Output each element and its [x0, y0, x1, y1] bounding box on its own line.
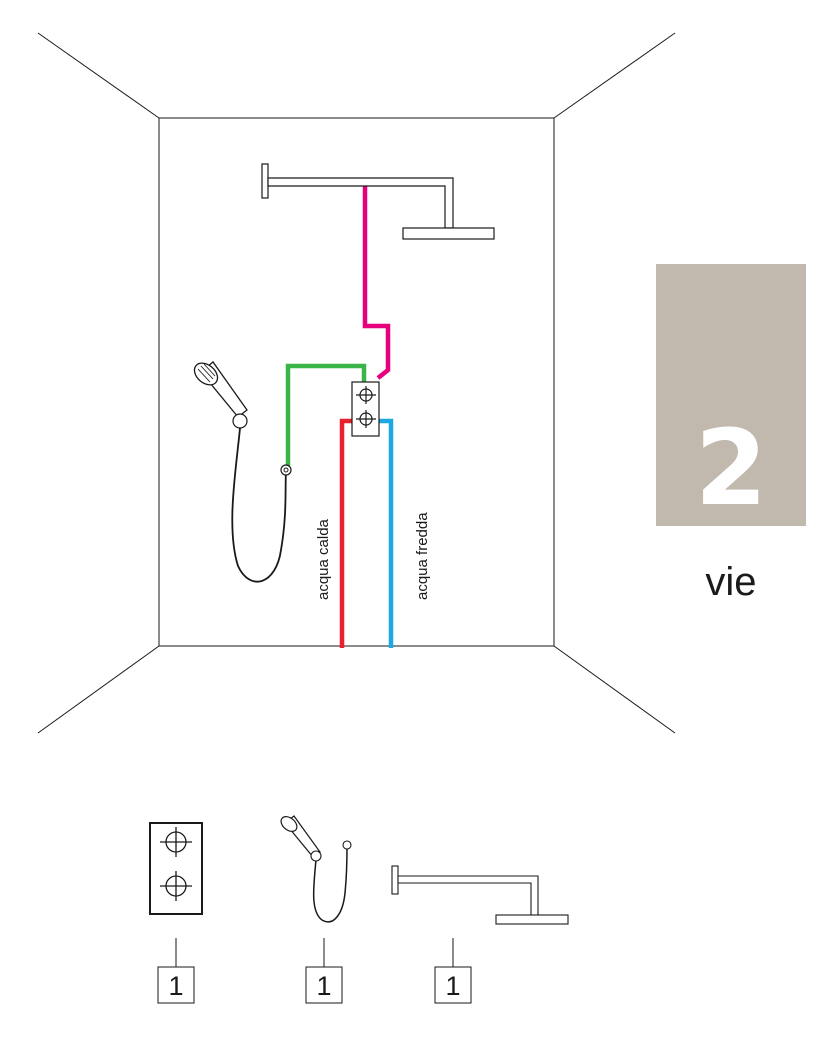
hot-water-pipe [339, 418, 366, 648]
floor-edge-right [553, 645, 676, 734]
upper-handle-icon [356, 386, 376, 404]
overhead-shower-feed-pipe [362, 186, 391, 380]
ways-number: 2 [694, 407, 768, 529]
ceiling-edge-right [553, 32, 676, 119]
hand-shower-head [280, 816, 298, 832]
lower-handle-icon [356, 410, 376, 428]
hot-water-label: acqua calda [315, 518, 332, 600]
cold-water-pipe [368, 418, 394, 648]
hose-outlet-inner [283, 467, 289, 473]
quantity-box [305, 966, 343, 1004]
cold-water-label: acqua fredda [414, 512, 431, 600]
wall-mixer-plate [351, 381, 380, 437]
component-mixer-plate: 1 [149, 822, 203, 1004]
lower-handle-icon [160, 871, 192, 901]
back-wall [158, 117, 555, 647]
shower-head [402, 227, 495, 240]
shower-holder [310, 850, 322, 862]
hose-outlet [342, 840, 352, 850]
quantity-box [434, 966, 472, 1004]
shower-arm [397, 875, 539, 916]
hand-shower-hose [312, 846, 348, 923]
shower-hose [231, 427, 287, 583]
component-overhead-shower-arm: 1 [391, 865, 569, 1004]
quantity-value: 1 [316, 971, 331, 1001]
floor-edge-left [37, 645, 160, 734]
component-hand-shower-set: 1 [280, 815, 352, 1004]
shower-arm [267, 177, 454, 229]
shower-head [495, 914, 569, 925]
wall-hand-shower [193, 361, 292, 583]
wall-flange [261, 163, 269, 199]
hand-shower-nozzles-icon [197, 363, 216, 383]
quantity-box [157, 966, 195, 1004]
handshower-feed-pipe [285, 363, 367, 466]
wall-flange [391, 865, 399, 895]
room-perspective [37, 32, 676, 734]
quantity-value: 1 [168, 971, 183, 1001]
ways-badge: 2 [656, 264, 806, 526]
shower-holder [232, 413, 248, 429]
overhead-shower-arm [261, 163, 495, 240]
upper-handle-icon [160, 827, 192, 857]
ways-label: vie [705, 560, 757, 604]
hand-shower-head [193, 362, 219, 386]
ceiling-edge-left [37, 32, 160, 119]
quantity-value: 1 [445, 971, 460, 1001]
